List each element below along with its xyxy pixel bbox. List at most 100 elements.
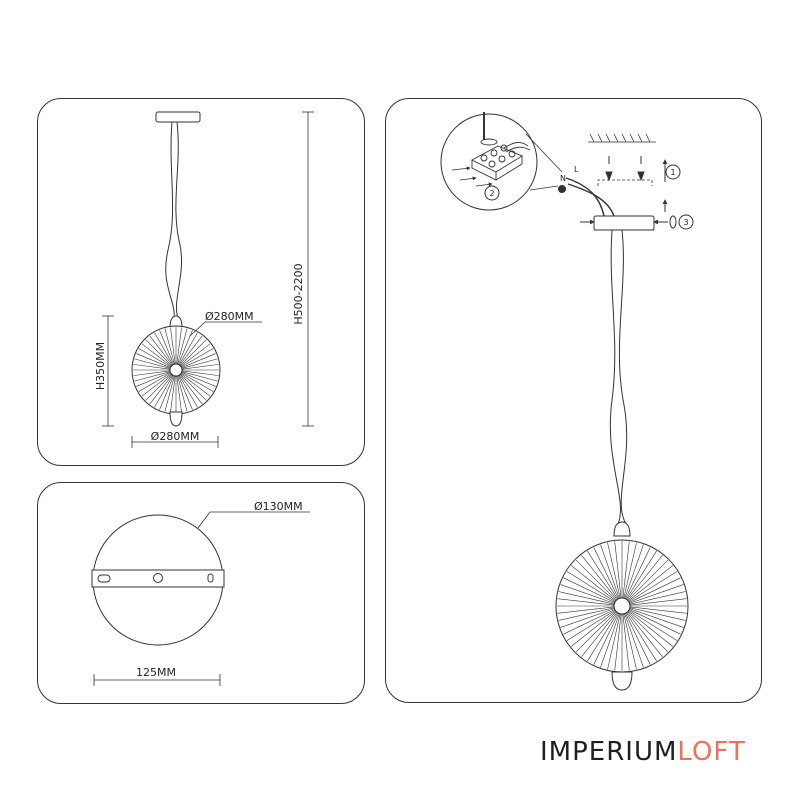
shade-rib — [628, 610, 678, 641]
shade-rib — [159, 375, 174, 410]
shade-rib — [178, 332, 198, 365]
shade-rib — [181, 348, 214, 368]
shade-rib — [626, 612, 657, 662]
bracket-slot-right — [207, 573, 214, 583]
shade-rib — [566, 571, 616, 602]
installed-shade-hub — [613, 597, 631, 615]
wire-neutral-label: N — [560, 174, 566, 183]
dimension-lines — [102, 111, 314, 448]
shade-rib — [629, 598, 687, 606]
shade-rib — [145, 374, 172, 401]
shade-rib — [607, 613, 621, 670]
shade-rib — [138, 348, 171, 368]
shade-rib — [575, 611, 617, 653]
step-1-label: 1 — [670, 168, 675, 177]
installed-top-cap — [613, 521, 631, 537]
shade-rib — [614, 613, 622, 671]
mount-spacing-label: 125MM — [136, 666, 176, 679]
shade-rib — [570, 610, 616, 647]
step-2-label: 2 — [489, 189, 494, 198]
shade-rib — [557, 598, 615, 606]
shade-rib — [154, 332, 174, 365]
shade-rib — [624, 613, 644, 668]
installed-bottom-cap — [611, 671, 633, 691]
shade-rib — [181, 372, 214, 392]
shade-rib — [136, 353, 171, 368]
shade-rib — [179, 335, 203, 366]
shade-rib — [141, 373, 172, 397]
shade-rib — [560, 584, 615, 604]
shade-rib — [623, 542, 637, 599]
shade-rib — [625, 613, 651, 665]
shade-rib — [560, 608, 615, 628]
shade-rib — [170, 375, 176, 413]
canopy-diameter-label: Ø130MM — [254, 500, 303, 513]
shade-rib — [176, 375, 182, 413]
shade-rib — [145, 339, 172, 366]
shade-rib — [600, 613, 620, 668]
brand-logo: IMPERIUMLOFT — [540, 734, 762, 770]
shade-rib — [136, 372, 171, 387]
shade-rib — [629, 577, 681, 603]
shade-rib — [581, 612, 618, 658]
shade-radial-ribs — [133, 327, 219, 413]
shade-rib — [627, 611, 669, 653]
ceiling-canopy — [155, 111, 201, 123]
installation-panel — [385, 98, 762, 703]
shade-width-label: Ø280MM — [151, 430, 200, 443]
shade-rib — [614, 541, 622, 599]
brand-part-1: IMPERIUM — [540, 737, 678, 767]
shade-rib — [181, 371, 218, 382]
shade-rib — [629, 607, 686, 621]
shade-bottom-cap — [169, 411, 183, 427]
shade-rib — [628, 565, 674, 602]
shade-diameter-label: Ø280MM — [205, 310, 254, 323]
shade-rib — [587, 550, 618, 600]
shade-rib — [177, 328, 188, 365]
shade-rib — [181, 353, 216, 368]
pendant-drawing — [131, 111, 221, 427]
step-3-marker — [678, 214, 694, 230]
shade-rib — [558, 607, 615, 621]
shade-rib — [629, 591, 686, 605]
shade-rib — [181, 358, 218, 369]
step-1-marker — [665, 164, 681, 180]
shade-rib — [181, 370, 219, 376]
shade-rib — [138, 372, 171, 392]
shade-rib — [628, 571, 678, 602]
shade-rib — [563, 577, 615, 603]
shade-rib — [177, 375, 188, 412]
shade-rib — [133, 364, 171, 370]
shade-rib — [575, 559, 617, 601]
installation-drawing — [440, 112, 694, 691]
shade-rib — [154, 375, 174, 408]
shade-rib — [600, 544, 620, 599]
suspension-wire-2 — [175, 121, 182, 319]
shade-rib — [629, 608, 684, 628]
ground-icon — [558, 185, 566, 193]
shade-rib — [570, 565, 616, 602]
mounting-bracket — [91, 569, 225, 588]
shade-rib — [626, 612, 663, 658]
total-height-label: H500-2200 — [292, 263, 305, 324]
shade-rib — [170, 327, 176, 365]
shade-center-hub — [169, 363, 183, 377]
shade-rib — [133, 370, 171, 376]
shade-rib — [134, 371, 171, 382]
shade-rib — [626, 550, 657, 600]
shade-rib — [627, 559, 669, 601]
shade-top-cap — [169, 315, 183, 329]
bracket-center-hole — [153, 573, 163, 583]
ceiling-hatch — [588, 133, 656, 143]
installed-canopy — [593, 215, 655, 231]
canopy-drawing — [91, 511, 310, 686]
shade-rib — [141, 343, 172, 367]
shade-rib — [581, 554, 618, 600]
shade-rib — [558, 591, 615, 605]
shade-rib — [563, 609, 615, 635]
shade-rib — [607, 542, 621, 599]
shade-rib — [181, 364, 219, 370]
shade-rib — [593, 613, 619, 665]
shade-rib — [180, 343, 211, 367]
